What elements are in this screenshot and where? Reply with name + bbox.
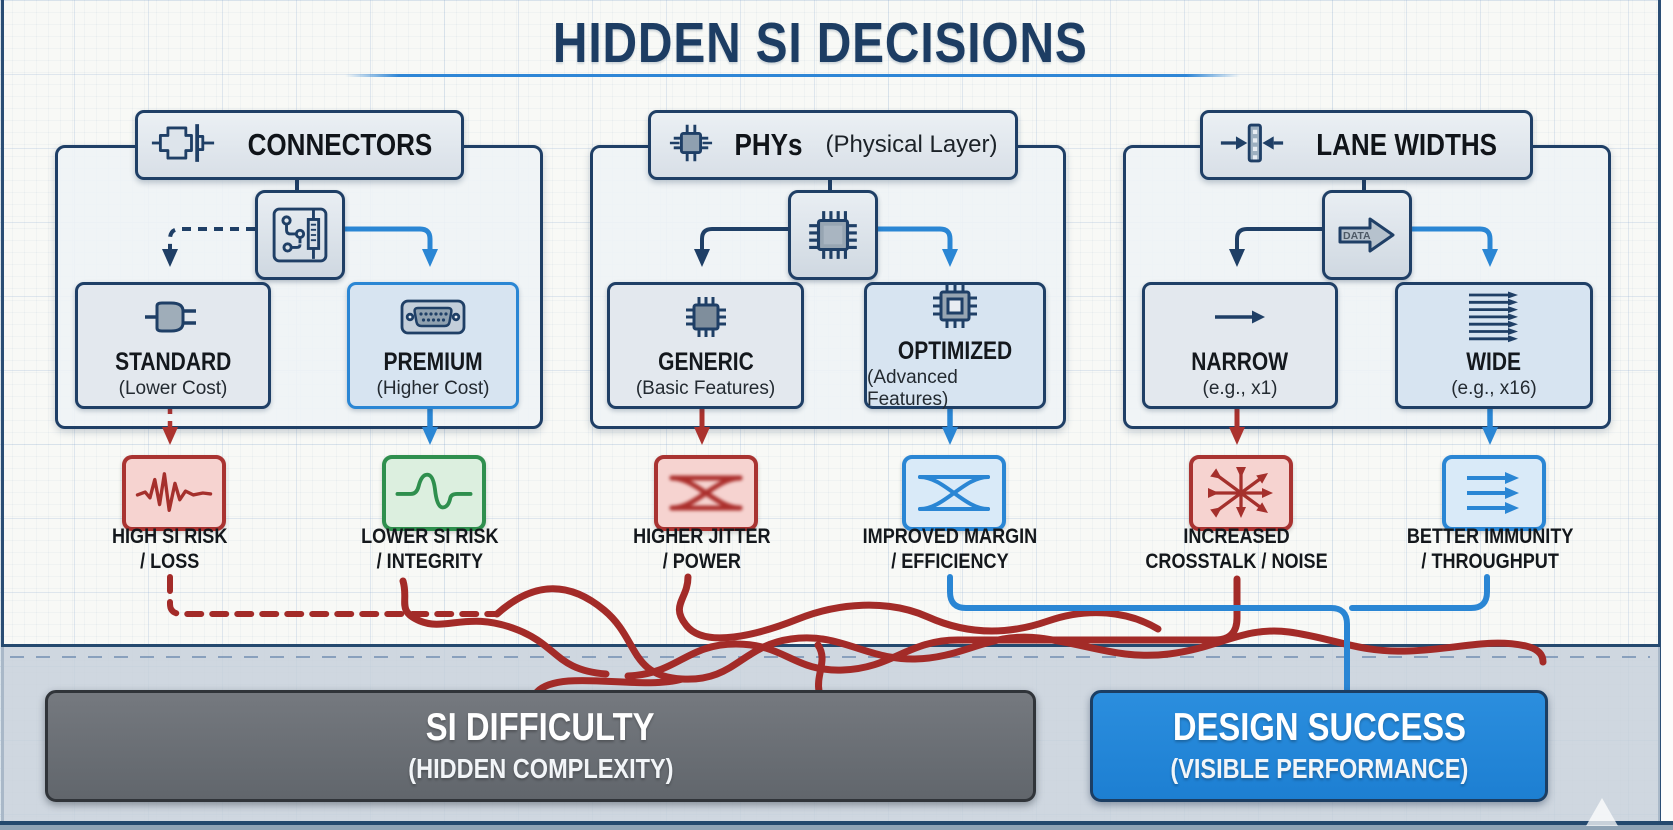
triangle-watermark	[1586, 798, 1618, 826]
connector-icon	[150, 120, 216, 171]
option-optimized-label: OPTIMIZED	[897, 337, 1013, 366]
chip-icon	[788, 190, 878, 280]
crosstalk-arrows-icon	[1189, 455, 1293, 531]
plug-icon	[143, 291, 203, 343]
design-success-bar: DESIGN SUCCESS (VISIBLE PERFORMANCE)	[1090, 690, 1548, 802]
phy-chip-icon	[668, 120, 714, 171]
option-standard-detail: (Lower Cost)	[118, 377, 228, 399]
frame-left-line	[1, 0, 4, 830]
hidden-visible-divider-line	[1, 644, 1660, 647]
outcome-label-higher-jitter: HIGHER JITTER/ POWER	[633, 524, 771, 573]
dsub-connector-icon	[400, 291, 466, 343]
option-narrow-label: NARROW	[1191, 348, 1289, 377]
pcb-icon	[255, 190, 345, 280]
frame-bottom-strip	[0, 825, 1673, 830]
closed-eye-diagram-icon	[654, 455, 758, 531]
lane-widths-header: LANE WIDTHS	[1200, 110, 1533, 180]
option-wide-detail: (e.g., x16)	[1451, 377, 1537, 399]
frame-right-margin	[1661, 0, 1673, 830]
outcome-label-improved-margin: IMPROVED MARGIN/ EFFICIENCY	[862, 524, 1038, 573]
option-generic-label: GENERIC	[657, 348, 754, 377]
option-premium-detail: (Higher Cost)	[376, 377, 490, 399]
design-success-label: DESIGN SUCCESS	[1172, 705, 1466, 749]
option-generic: GENERIC (Basic Features)	[607, 282, 804, 409]
outcome-label-high-si-risk: HIGH SI RISK/ LOSS	[112, 524, 228, 573]
design-success-sublabel: (VISIBLE PERFORMANCE)	[1170, 752, 1468, 784]
optimized-chip-icon	[927, 280, 983, 332]
open-eye-diagram-icon	[902, 455, 1006, 531]
outcome-label-lower-si-risk: LOWER SI RISK/ INTEGRITY	[361, 524, 499, 573]
outcome-label-better-immunity: BETTER IMMUNITY/ THROUGHPUT	[1406, 524, 1574, 573]
option-optimized: OPTIMIZED (Advanced Features)	[864, 280, 1046, 410]
option-wide-label: WIDE	[1466, 348, 1522, 377]
frame-right-line	[1658, 0, 1661, 830]
result-zone-dashed-line	[10, 656, 1650, 658]
noisy-signal-icon	[122, 455, 226, 531]
single-arrow-icon	[1212, 291, 1268, 343]
clean-signal-icon	[382, 455, 486, 531]
phys-header: PHYs (Physical Layer)	[648, 110, 1018, 180]
option-premium-label: PREMIUM	[383, 348, 483, 377]
generic-chip-icon	[678, 291, 734, 343]
option-narrow: NARROW (e.g., x1)	[1142, 282, 1338, 409]
option-premium: PREMIUM (Higher Cost)	[347, 282, 519, 409]
data-arrow-label: DATA	[1343, 230, 1371, 242]
lane-width-icon	[1219, 121, 1285, 170]
option-generic-detail: (Basic Features)	[635, 377, 776, 399]
connectors-header: CONNECTORS	[135, 110, 464, 180]
option-standard-label: STANDARD	[114, 348, 232, 377]
si-difficulty-label: SI DIFFICULTY	[426, 705, 655, 749]
lane-widths-header-label: LANE WIDTHS	[1316, 127, 1497, 162]
frame-bottom-line	[0, 821, 1673, 825]
multi-arrow-icon	[1466, 291, 1522, 343]
phys-header-label: PHYs	[734, 127, 803, 162]
option-standard: STANDARD (Lower Cost)	[75, 282, 271, 409]
si-difficulty-bar: SI DIFFICULTY (HIDDEN COMPLEXITY)	[45, 690, 1036, 802]
option-optimized-detail: (Advanced Features)	[867, 366, 958, 410]
data-arrow-icon: DATA	[1322, 190, 1412, 280]
throughput-arrows-icon	[1442, 455, 1546, 531]
option-narrow-detail: (e.g., x1)	[1202, 377, 1278, 399]
option-wide: WIDE (e.g., x16)	[1395, 282, 1593, 409]
si-difficulty-sublabel: (HIDDEN COMPLEXITY)	[407, 752, 674, 784]
page-title: HIDDEN SI DECISIONS	[552, 11, 1088, 75]
connectors-header-label: CONNECTORS	[247, 127, 432, 162]
phys-header-sublabel: (Physical Layer)	[825, 131, 998, 158]
title-underline	[345, 74, 1240, 77]
